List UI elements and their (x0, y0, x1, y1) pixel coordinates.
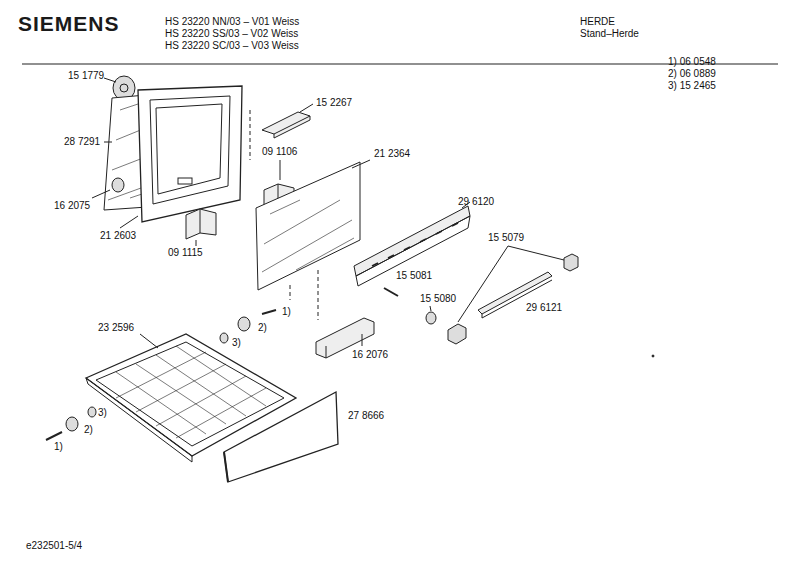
leader-line (508, 246, 564, 260)
callout-number: 28 7291 (64, 136, 100, 148)
knob-center (120, 84, 128, 92)
callout-number: 09 1115 (168, 247, 203, 259)
callout-number: 23 2596 (98, 322, 134, 334)
leader-line (140, 334, 158, 348)
leader-line (280, 160, 281, 180)
end-cap (564, 254, 578, 271)
hinge (186, 209, 216, 239)
leader-line (92, 190, 110, 198)
bumper (238, 317, 250, 331)
footnote-part: 3) 15 2465 (668, 80, 716, 92)
dot (652, 355, 654, 357)
rail (354, 206, 470, 276)
callout-number: 29 6121 (526, 302, 562, 314)
rail-slots (372, 223, 458, 266)
model-number: HS 23220 NN/03 – V01 Weiss (165, 16, 299, 28)
leader-line (104, 78, 116, 82)
end-cap (448, 324, 466, 344)
callout-number: 21 2603 (100, 230, 136, 242)
leader-line (196, 240, 197, 246)
rail-side (356, 216, 470, 286)
leader-line (300, 104, 313, 112)
callout-number: 27 8666 (348, 410, 384, 422)
washer (426, 312, 436, 324)
callout-number: 16 2075 (54, 200, 90, 212)
model-number: HS 23220 SC/03 – V03 Weiss (165, 40, 299, 52)
dashed-line (290, 285, 291, 300)
dashed-line (318, 270, 319, 320)
leader-line (352, 160, 370, 168)
footnote-part: 1) 06 0548 (668, 56, 716, 68)
callout-number: 3) (232, 337, 241, 349)
tray-rim (96, 342, 284, 446)
door-frame (138, 86, 242, 222)
door-frame-inner (150, 96, 230, 204)
leader-line (120, 216, 138, 228)
callout-number: 15 1779 (68, 70, 104, 82)
leader-line (362, 334, 363, 346)
header-rule (22, 63, 778, 64)
bumper (66, 417, 78, 431)
leader-line (104, 142, 112, 143)
drawing-id: e232501-5/4 (26, 540, 82, 552)
callout-number: 1) (54, 441, 63, 453)
category: HERDE (580, 16, 615, 28)
callout-number: 16 2076 (352, 349, 388, 361)
inner-glass (256, 162, 360, 290)
screw (262, 310, 276, 314)
bumper (112, 178, 124, 192)
callout-number: 09 1106 (262, 146, 297, 158)
washer (220, 333, 228, 343)
drawer-panel (224, 392, 338, 482)
callout-number: 2) (84, 424, 93, 436)
callout-number: 1) (282, 306, 291, 318)
door-frame-window (156, 104, 222, 194)
frame-slot (178, 178, 192, 184)
callout-number: 15 5080 (420, 293, 456, 305)
callout-number: 15 5079 (488, 232, 524, 244)
callout-number: 3) (98, 407, 107, 419)
clip (262, 112, 310, 138)
screw (384, 288, 398, 296)
footnote-part: 2) 06 0889 (668, 68, 716, 80)
callout-number: 29 6120 (458, 196, 494, 208)
callout-number: 15 2267 (316, 97, 352, 109)
category: Stand–Herde (580, 28, 639, 40)
callout-number: 2) (258, 322, 267, 334)
brand-logo: SIEMENS (18, 12, 120, 36)
callout-number: 21 2364 (374, 148, 410, 160)
callout-number: 15 5081 (396, 270, 432, 282)
tray-grid (116, 346, 266, 438)
panel-edge (224, 452, 228, 482)
screw (46, 432, 62, 440)
leader-line (430, 306, 431, 311)
model-number: HS 23220 SS/03 – V02 Weiss (165, 28, 298, 40)
dashed-line (250, 110, 251, 160)
washer (88, 407, 96, 417)
glass-hatch (262, 200, 354, 272)
